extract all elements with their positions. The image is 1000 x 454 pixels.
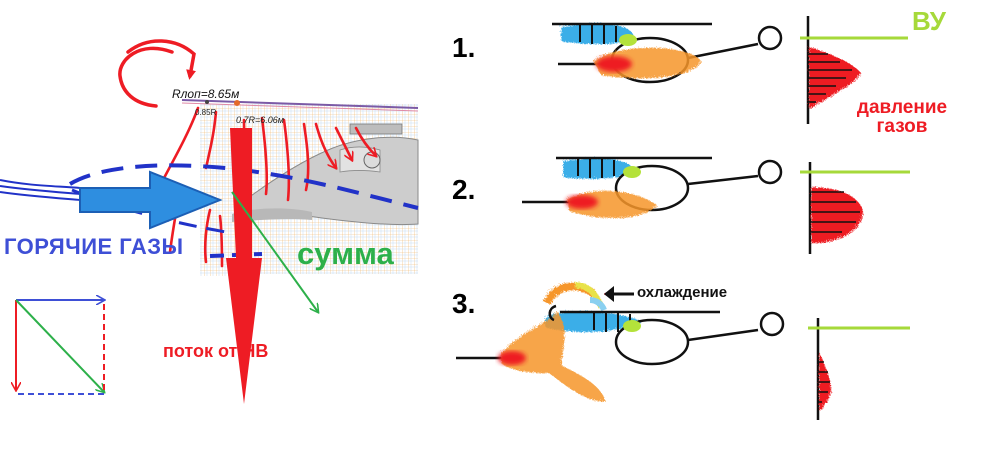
- rotor-hub-shape: [349, 123, 403, 135]
- hot-gas-boundary-upper: [68, 163, 419, 210]
- stage-1-tail-rotor: [757, 25, 783, 51]
- stage-3-hot-core: [498, 351, 526, 365]
- stage-1-hot-core: [596, 56, 632, 72]
- stage-1-number: 1.: [452, 32, 476, 63]
- cooling-arrow-head: [604, 286, 614, 302]
- stage-2-hot-core: [566, 195, 598, 209]
- stage-3-cool-air: [544, 310, 640, 331]
- blade-085r-label: 0.85R: [195, 108, 217, 117]
- vector-sum: [15, 299, 104, 392]
- blade-07r-label: 0.7R=6.06м: [236, 115, 284, 125]
- stage-2-nozzle: [623, 166, 641, 178]
- stage-2-tail-boom: [687, 174, 759, 186]
- rotor-flow-label: поток от НВ: [163, 341, 269, 361]
- stage-2-tail-rotor: [757, 159, 783, 185]
- stage-3-pressure-curve: [818, 350, 830, 410]
- engine-intake-icon: [363, 151, 381, 169]
- stage-1-nozzle: [619, 34, 637, 46]
- stage-3-nozzle: [623, 320, 641, 332]
- stage-1-diagram: [552, 16, 908, 124]
- pressure-label: давление газов: [856, 97, 948, 137]
- exhaust-line-1: [0, 179, 81, 189]
- stage-3-swirl-icon: [548, 304, 557, 322]
- stage-2-hatch: [577, 158, 615, 178]
- blade-mark-07r: [234, 100, 240, 106]
- stage-3-pressure-hatch: [818, 361, 830, 403]
- sum-label: сумма: [297, 236, 394, 271]
- stage-3-cool-tip: [589, 297, 607, 312]
- stage-1-cool-air: [560, 22, 632, 43]
- rotor-blade-line: [181, 99, 419, 109]
- vector-diagram: [15, 299, 104, 395]
- stage-3-tail-boom: [687, 328, 759, 342]
- blade-radius-label: Rлоп=8.65м: [172, 87, 240, 101]
- stage-2-cool-air: [562, 157, 632, 178]
- stage-2-pressure-hatch: [810, 191, 860, 233]
- stage-2-pressure-curve: [810, 186, 862, 242]
- stage-1-pressure-hatch: [808, 53, 852, 103]
- exhaust-line-3: [0, 191, 81, 201]
- stage-3-tail-rotor: [759, 311, 785, 337]
- stage-2-fuselage: [614, 164, 690, 212]
- stage-1-hatch: [579, 24, 617, 44]
- stage-3-hot-gas: [500, 310, 604, 401]
- level-label: ВУ: [912, 6, 946, 36]
- exhaust-line-2: [0, 185, 81, 195]
- sum-vector-arrow: [231, 191, 318, 312]
- stage-3-number: 3.: [452, 288, 476, 319]
- stage-2-diagram: [522, 156, 910, 254]
- stage-1-tail-boom: [687, 42, 759, 60]
- hot-gas-label: ГОРЯЧИЕ ГАЗЫ: [4, 234, 184, 259]
- stage-3-fuselage: [614, 318, 690, 366]
- stage-3-diagram: [456, 281, 910, 420]
- cooling-label: охлаждение: [637, 284, 728, 301]
- rotation-arrow-upper: [126, 39, 196, 80]
- rotation-arrow-lower: [118, 46, 174, 108]
- rotor-blade-shadow: [181, 102, 419, 112]
- hot-gas-arrow: [79, 170, 223, 230]
- stage-2-number: 2.: [452, 174, 476, 205]
- blade-mark-085r: [205, 100, 209, 104]
